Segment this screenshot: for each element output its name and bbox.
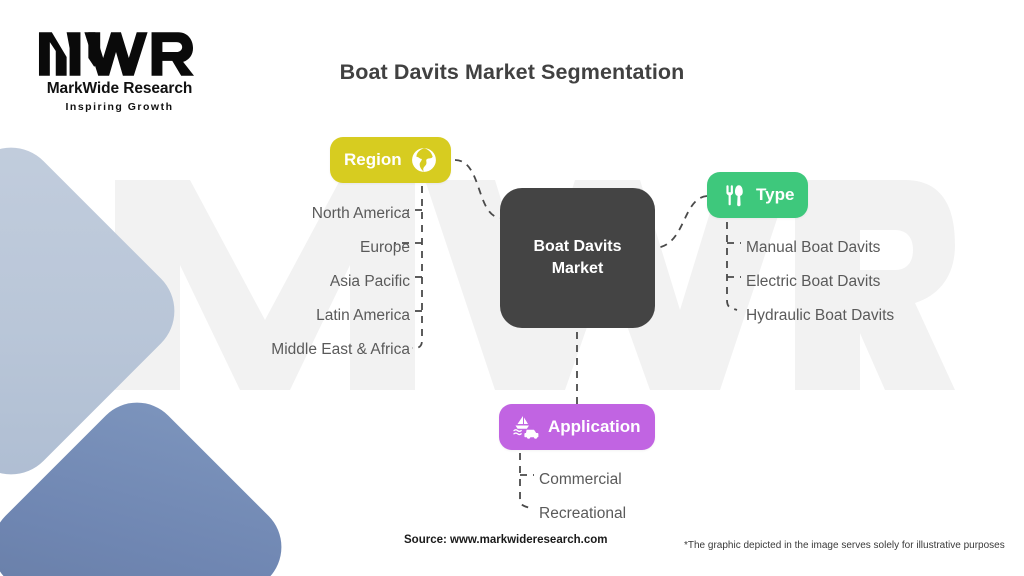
list-item[interactable]: Asia Pacific bbox=[329, 273, 410, 290]
list-item[interactable]: Europe bbox=[360, 239, 410, 256]
list-item[interactable]: Recreational bbox=[539, 505, 627, 522]
list-item[interactable]: Hydraulic Boat Davits bbox=[746, 307, 895, 324]
branch-label-application: Application bbox=[548, 417, 641, 436]
disclaimer-note: *The graphic depicted in the image serve… bbox=[684, 540, 1005, 551]
page-title: Boat Davits Market Segmentation bbox=[339, 60, 685, 84]
branch-items-type: Manual Boat Davits Electric Boat Davits … bbox=[746, 231, 1006, 333]
branch-items-region: North America Europe Asia Pacific Latin … bbox=[180, 197, 410, 367]
center-node-label: Boat Davits Market bbox=[533, 238, 622, 277]
boat-car-icon bbox=[513, 414, 539, 440]
list-item[interactable]: North America bbox=[311, 205, 410, 222]
list-item[interactable]: Commercial bbox=[539, 471, 622, 488]
list-item[interactable]: Manual Boat Davits bbox=[746, 239, 881, 256]
branch-badge-type[interactable]: Type bbox=[707, 172, 809, 218]
mwr-monogram-icon bbox=[38, 32, 195, 76]
branch-label-type: Type bbox=[756, 185, 795, 204]
brand-logo: MarkWide Research Inspiring Growth bbox=[32, 27, 207, 113]
branch-badge-application[interactable]: Application bbox=[499, 404, 655, 450]
list-item[interactable]: Middle East & Africa bbox=[271, 341, 410, 358]
list-item[interactable]: Electric Boat Davits bbox=[746, 273, 881, 290]
brand-name: MarkWide Research bbox=[46, 80, 193, 97]
branch-label-region: Region bbox=[344, 150, 402, 169]
utensils-icon bbox=[721, 182, 747, 208]
center-node: Boat Davits Market bbox=[500, 188, 655, 328]
globe-icon bbox=[411, 147, 437, 173]
watermark-logo bbox=[95, 170, 955, 400]
source-note[interactable]: Source: www.markwideresearch.com bbox=[404, 534, 608, 546]
branch-badge-region[interactable]: Region bbox=[330, 137, 451, 183]
brand-tagline: Inspiring Growth bbox=[65, 101, 174, 113]
list-item[interactable]: Latin America bbox=[316, 307, 410, 324]
branch-items-application: Commercial Recreational bbox=[539, 463, 769, 531]
